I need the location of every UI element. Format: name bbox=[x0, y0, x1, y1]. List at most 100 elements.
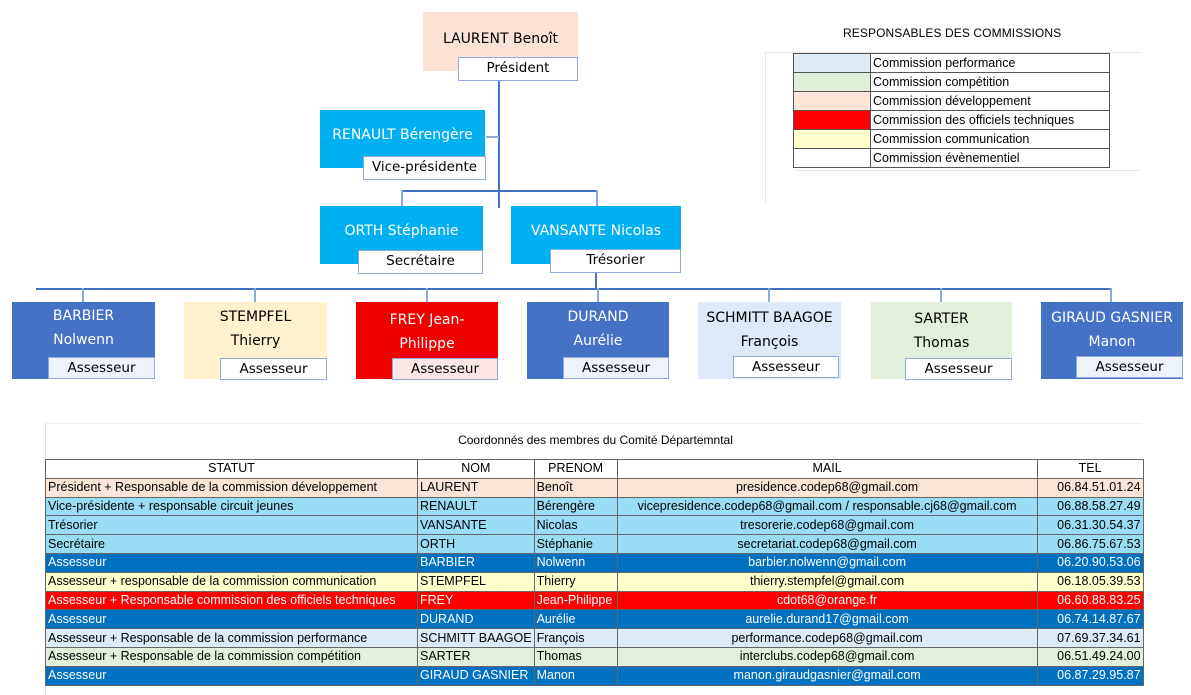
cell-nom: SCHMITT BAAGOE bbox=[417, 628, 535, 648]
cell-prenom: Aurélie bbox=[533, 609, 618, 630]
role-label: Assesseur bbox=[563, 357, 669, 379]
header-statut: STATUT bbox=[45, 459, 418, 479]
cell-mail[interactable]: vicepresidence.codep68@gmail.com / respo… bbox=[616, 496, 1038, 517]
connector-assessor-drop bbox=[768, 288, 770, 302]
legend-item: Commission évènementiel bbox=[793, 148, 1110, 168]
cell-statut: Assesseur bbox=[45, 665, 418, 686]
legend-swatch bbox=[793, 53, 871, 73]
table-row: Vice-présidente + responsable circuit je… bbox=[45, 496, 1144, 517]
cell-mail[interactable]: manon.giraudgasnier@gmail.com bbox=[616, 665, 1038, 686]
cell-mail[interactable]: performance.codep68@gmail.com bbox=[616, 628, 1038, 648]
connector-president-trunk bbox=[498, 80, 500, 208]
node-name-line2: Manon bbox=[1088, 334, 1136, 350]
node-name-line1: SARTER bbox=[914, 311, 969, 327]
legend-swatch bbox=[793, 110, 871, 130]
cell-tel: 06.84.51.01.24 bbox=[1036, 477, 1144, 498]
cell-tel: 06.74.14.87.67 bbox=[1036, 609, 1144, 630]
cell-prenom: Jean-Philippe bbox=[533, 590, 618, 611]
org-node-assessor-sarter: SARTER Thomas Assesseur bbox=[871, 302, 1012, 380]
node-name-line2: Thierry bbox=[230, 333, 281, 349]
cell-statut: Assesseur + responsable de la commission… bbox=[45, 571, 418, 592]
cell-tel: 07.69.37.34.61 bbox=[1036, 628, 1144, 648]
org-node-assessor-barbier: BARBIER Nolwenn Assesseur bbox=[12, 302, 155, 379]
cell-mail[interactable]: aurelie.durand17@gmail.com bbox=[616, 609, 1038, 630]
role-label: Assesseur bbox=[392, 358, 498, 380]
cell-statut: Assesseur + Responsable de la commission… bbox=[45, 628, 418, 648]
header-mail: MAIL bbox=[616, 459, 1038, 479]
legend-item: Commission compétition bbox=[793, 72, 1110, 92]
contacts-table: STATUT NOM PRENOM MAIL TEL Président + R… bbox=[45, 459, 1144, 686]
connector-treasurer-drop bbox=[596, 190, 598, 206]
node-name-line1: BARBIER bbox=[52, 308, 115, 324]
cell-prenom: Nolwenn bbox=[533, 552, 618, 573]
cell-nom: LAURENT bbox=[417, 477, 535, 498]
cell-tel: 06.86.75.67.53 bbox=[1036, 534, 1144, 554]
legend-label: Commission des officiels techniques bbox=[870, 110, 1110, 130]
node-name: VANSANTE Nicolas bbox=[530, 223, 662, 239]
role-label: Assesseur bbox=[733, 356, 839, 378]
cell-mail[interactable]: cdot68@orange.fr bbox=[616, 590, 1038, 611]
node-name: LAURENT Benoît bbox=[442, 31, 559, 47]
table-row: Assesseur + Responsable commission des o… bbox=[45, 590, 1144, 611]
header-prenom: PRENOM bbox=[533, 459, 618, 479]
cell-statut: Assesseur bbox=[45, 609, 418, 630]
header-nom: NOM bbox=[417, 459, 535, 479]
role-label: Trésorier bbox=[550, 249, 681, 273]
org-node-assessor-stempfel: STEMPFEL Thierry Assesseur bbox=[184, 302, 327, 380]
role-label: Assesseur bbox=[48, 357, 155, 379]
org-node-assessor-giraud-gasnier: GIRAUD GASNIER Manon Assesseur bbox=[1041, 302, 1183, 379]
table-row: Assesseur + Responsable de la commission… bbox=[45, 646, 1144, 667]
cell-nom: SARTER bbox=[417, 646, 535, 667]
node-name-line2: Nolwenn bbox=[53, 332, 114, 348]
org-node-treasurer: VANSANTE Nicolas Trésorier bbox=[511, 206, 681, 273]
cell-mail[interactable]: secretariat.codep68@gmail.com bbox=[616, 534, 1038, 554]
legend-label: Commission développement bbox=[870, 91, 1110, 111]
connector-secretary-drop bbox=[401, 190, 403, 206]
connector-vice bbox=[486, 136, 499, 138]
legend-title: RESPONSABLES DES COMMISSIONS bbox=[843, 26, 1062, 40]
connector-assessor-drop bbox=[82, 288, 84, 302]
node-name-line1: GIRAUD GASNIER bbox=[1051, 310, 1173, 326]
role-label: Assesseur bbox=[905, 358, 1012, 380]
legend-label: Commission performance bbox=[870, 53, 1110, 73]
cell-prenom: Stéphanie bbox=[533, 534, 618, 554]
cell-tel: 06.88.58.27.49 bbox=[1036, 496, 1144, 517]
legend-label: Commission compétition bbox=[870, 72, 1110, 92]
legend-item: Commission des officiels techniques bbox=[793, 110, 1110, 130]
header-tel: TEL bbox=[1036, 459, 1144, 479]
cell-nom: BARBIER bbox=[417, 552, 535, 573]
node-name: ORTH Stéphanie bbox=[344, 223, 459, 239]
role-label: Secrétaire bbox=[358, 250, 483, 274]
cell-prenom: Nicolas bbox=[533, 515, 618, 536]
cell-mail[interactable]: thierry.stempfel@gmail.com bbox=[616, 571, 1038, 592]
cell-mail[interactable]: barbier.nolwenn@gmail.com bbox=[616, 552, 1038, 573]
connector-assessor-drop bbox=[940, 288, 942, 302]
cell-nom: RENAULT bbox=[417, 496, 535, 517]
org-node-secretary: ORTH Stéphanie Secrétaire bbox=[320, 206, 483, 274]
role-label: Vice-présidente bbox=[363, 156, 486, 180]
cell-statut: Président + Responsable de la commission… bbox=[45, 477, 418, 498]
connector-treasurer-down bbox=[595, 273, 597, 289]
cell-mail[interactable]: interclubs.codep68@gmail.com bbox=[616, 646, 1038, 667]
cell-statut: Assesseur bbox=[45, 552, 418, 573]
cell-tel: 06.51.49.24.00 bbox=[1036, 646, 1144, 667]
cell-tel: 06.60.88.83.25 bbox=[1036, 590, 1144, 611]
node-name-line2: François bbox=[740, 334, 799, 350]
legend-swatch bbox=[793, 129, 871, 149]
org-node-vice-president: RENAULT Bérengère Vice-présidente bbox=[320, 110, 486, 180]
cell-tel: 06.18.05.39.53 bbox=[1036, 571, 1144, 592]
cell-tel: 06.87.29.95.87 bbox=[1036, 665, 1144, 686]
cell-mail[interactable]: tresorerie.codep68@gmail.com bbox=[616, 515, 1038, 536]
role-label: Président bbox=[458, 57, 578, 81]
node-name-line1: DURAND bbox=[567, 309, 629, 325]
cell-prenom: Bérengère bbox=[533, 496, 618, 517]
connector-assessor-drop bbox=[597, 288, 599, 302]
cell-mail[interactable]: presidence.codep68@gmail.com bbox=[616, 477, 1038, 498]
cell-nom: VANSANTE bbox=[417, 515, 535, 536]
node-name-line1: SCHMITT BAAGOE bbox=[706, 310, 833, 326]
cell-tel: 06.20.90.53.06 bbox=[1036, 552, 1144, 573]
